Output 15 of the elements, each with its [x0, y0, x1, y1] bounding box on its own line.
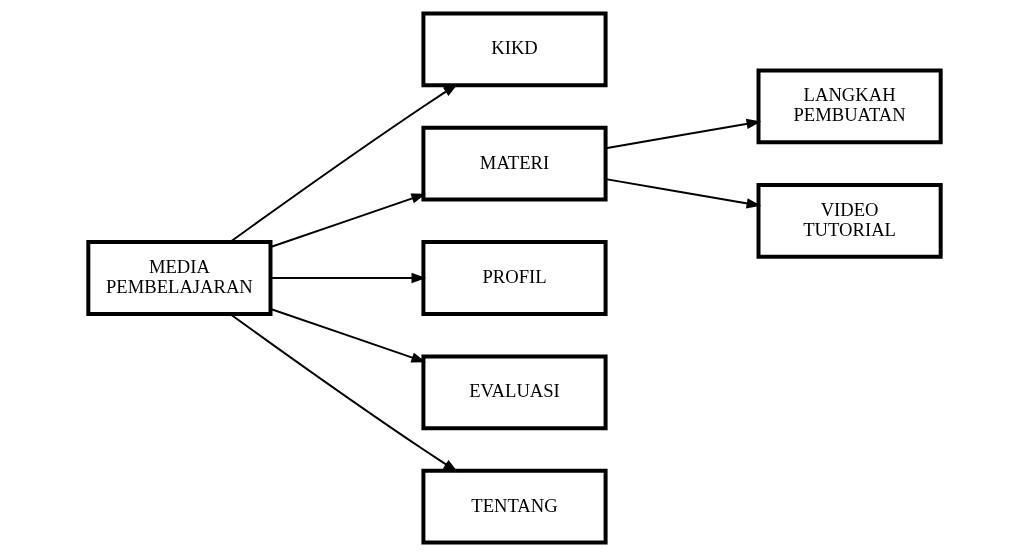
arrow	[269, 307, 426, 363]
arrow	[269, 272, 427, 284]
node-box: MEDIA PEMBELAJARAN	[86, 240, 273, 316]
node-box: LANGKAH PEMBUATAN	[756, 68, 943, 145]
arrow	[604, 118, 762, 150]
node-box: PROFIL	[421, 240, 608, 316]
node-box: MATERI	[421, 125, 608, 202]
node-box: VIDEO TUTORIAL	[756, 182, 943, 259]
node-box: TENTANG	[421, 468, 608, 545]
arrow	[269, 193, 426, 249]
arrow	[229, 313, 458, 473]
arrow	[604, 178, 762, 209]
node-box: KIKD	[421, 11, 608, 88]
node-box: EVALUASI	[421, 354, 608, 431]
arrow	[229, 83, 458, 243]
